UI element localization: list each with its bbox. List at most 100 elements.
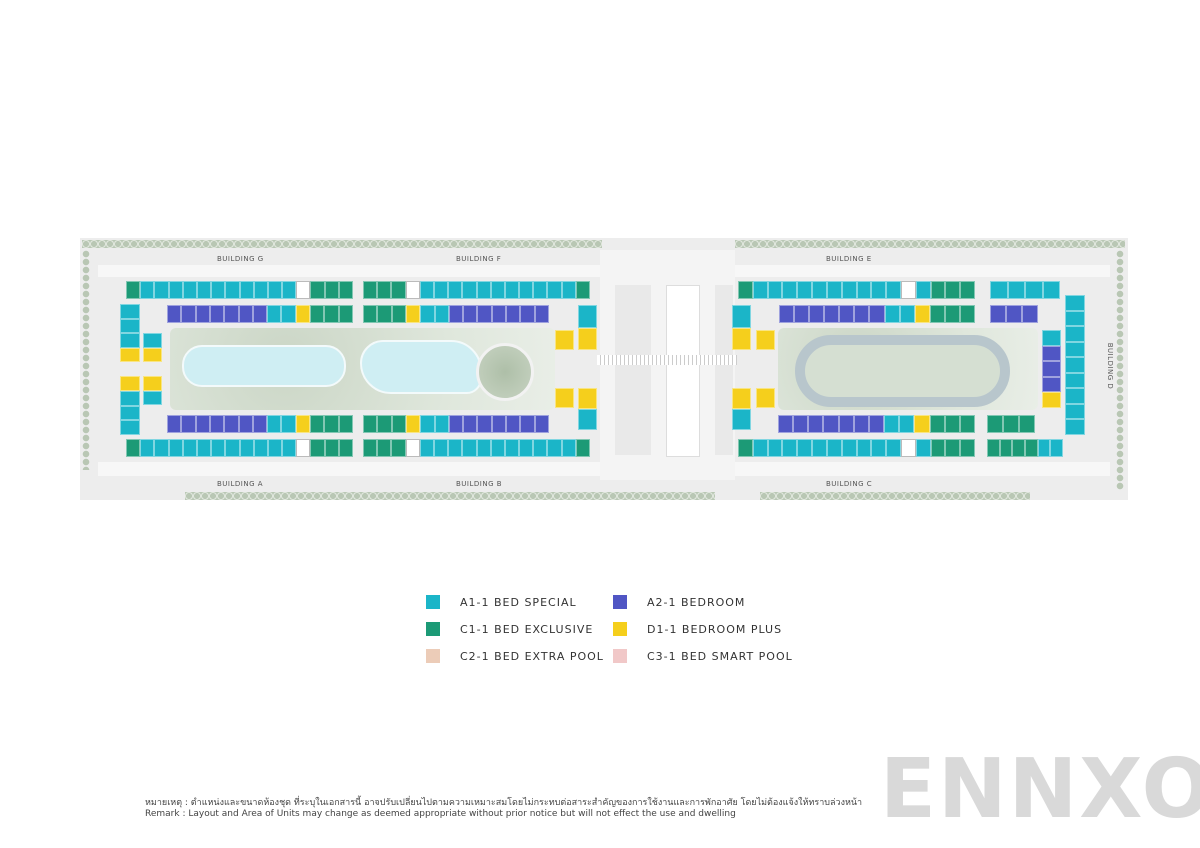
unit-c1 <box>945 439 961 457</box>
unit-c1 <box>126 439 141 457</box>
unit-a2 <box>195 415 210 433</box>
unit-a1 <box>1042 281 1060 299</box>
unit-a1 <box>1065 310 1085 327</box>
unit-a1 <box>433 439 449 457</box>
unit-a1 <box>225 439 240 457</box>
unit-a2 <box>990 305 1006 323</box>
unit-a1 <box>732 409 751 430</box>
unit-d1 <box>1042 392 1061 408</box>
unit-a2 <box>793 415 809 433</box>
unit-c1 <box>945 281 961 299</box>
unit-d1 <box>143 347 162 362</box>
tree-border-right <box>1116 250 1124 490</box>
unit-a1 <box>519 439 534 457</box>
unit-a2 <box>1042 361 1061 377</box>
unit-a2 <box>448 415 464 433</box>
unit-c1 <box>338 439 353 457</box>
label-building-g: BUILDING G <box>217 255 264 263</box>
label-building-e: BUILDING E <box>826 255 872 263</box>
unit-d1 <box>914 305 930 323</box>
unit-d1 <box>732 327 751 350</box>
legend-item: C3-1 BED SMART POOL <box>613 649 793 663</box>
unit-a1 <box>871 439 887 457</box>
unit-a1 <box>211 281 226 299</box>
legend-swatch <box>426 649 440 663</box>
unit-a1 <box>419 281 434 299</box>
unit-a1 <box>448 281 463 299</box>
unit-a2 <box>794 305 810 323</box>
unit-a1 <box>547 281 562 299</box>
unit-a1 <box>196 281 212 299</box>
pool-building-g <box>182 345 346 387</box>
unit-c1 <box>944 305 960 323</box>
unit-a1 <box>990 281 1008 299</box>
unit-a1 <box>884 305 900 323</box>
unit-a1 <box>826 439 842 457</box>
unit-c1 <box>960 439 975 457</box>
unit-a2 <box>477 415 492 433</box>
unit-a1 <box>434 305 449 323</box>
unit-a1 <box>1042 330 1061 346</box>
unit-a2 <box>463 305 478 323</box>
unit-a1 <box>856 439 872 457</box>
unit-a2 <box>463 415 478 433</box>
unit-a1 <box>168 281 183 299</box>
unit-a2 <box>534 415 549 433</box>
unit-a1 <box>143 390 162 405</box>
unit-a1 <box>782 281 798 299</box>
unit-d1 <box>295 305 311 323</box>
unit-a2 <box>491 305 507 323</box>
unit-a2 <box>491 415 507 433</box>
legend-label: C1-1 BED EXCLUSIVE <box>460 622 594 636</box>
unit-a1 <box>490 439 505 457</box>
unit-a1 <box>841 281 857 299</box>
unit-c1 <box>575 281 590 299</box>
unit-a2 <box>238 415 253 433</box>
unit-c1 <box>310 415 325 433</box>
unit-a2 <box>209 415 225 433</box>
unit-a1 <box>462 281 477 299</box>
unit-d1 <box>295 415 311 433</box>
unit-c1 <box>960 281 975 299</box>
unit-a2 <box>868 415 885 433</box>
unit-c1 <box>1012 439 1025 457</box>
unit-a2 <box>1042 345 1061 362</box>
tree-border-bottom-left <box>185 492 715 500</box>
legend-item: A2-1 BEDROOM <box>613 595 745 609</box>
unit-a1 <box>120 318 140 333</box>
unit-a1 <box>267 415 282 433</box>
unit-c1 <box>929 415 945 433</box>
legend-label: A2-1 BEDROOM <box>647 595 746 609</box>
unit-a1 <box>533 439 548 457</box>
label-building-a: BUILDING A <box>217 480 264 488</box>
unit-a1 <box>533 281 548 299</box>
unit-a2 <box>167 415 182 433</box>
unit-a2 <box>854 305 870 323</box>
circle-garden <box>476 343 534 401</box>
stair-core <box>900 439 916 457</box>
unit-d1 <box>578 327 597 350</box>
unit-a1 <box>476 439 491 457</box>
unit-a1 <box>433 281 449 299</box>
unit-d1 <box>555 330 574 350</box>
unit-a1 <box>182 439 197 457</box>
unit-a2 <box>823 415 839 433</box>
unit-a2 <box>224 305 239 323</box>
unit-c1 <box>944 415 960 433</box>
unit-a1 <box>120 420 140 435</box>
unit-a2 <box>477 305 492 323</box>
unit-c1 <box>338 281 353 299</box>
unit-a2 <box>1006 305 1022 323</box>
unit-c1 <box>324 281 339 299</box>
unit-c1 <box>929 305 945 323</box>
unit-a1 <box>767 439 783 457</box>
unit-c1 <box>1003 415 1019 433</box>
label-building-c: BUILDING C <box>826 480 873 488</box>
stair-core <box>296 281 311 299</box>
unit-a1 <box>797 439 813 457</box>
unit-c1 <box>391 415 406 433</box>
unit-c1 <box>738 281 753 299</box>
unit-a1 <box>196 439 212 457</box>
unit-a1 <box>1025 281 1043 299</box>
unit-a1 <box>812 281 827 299</box>
